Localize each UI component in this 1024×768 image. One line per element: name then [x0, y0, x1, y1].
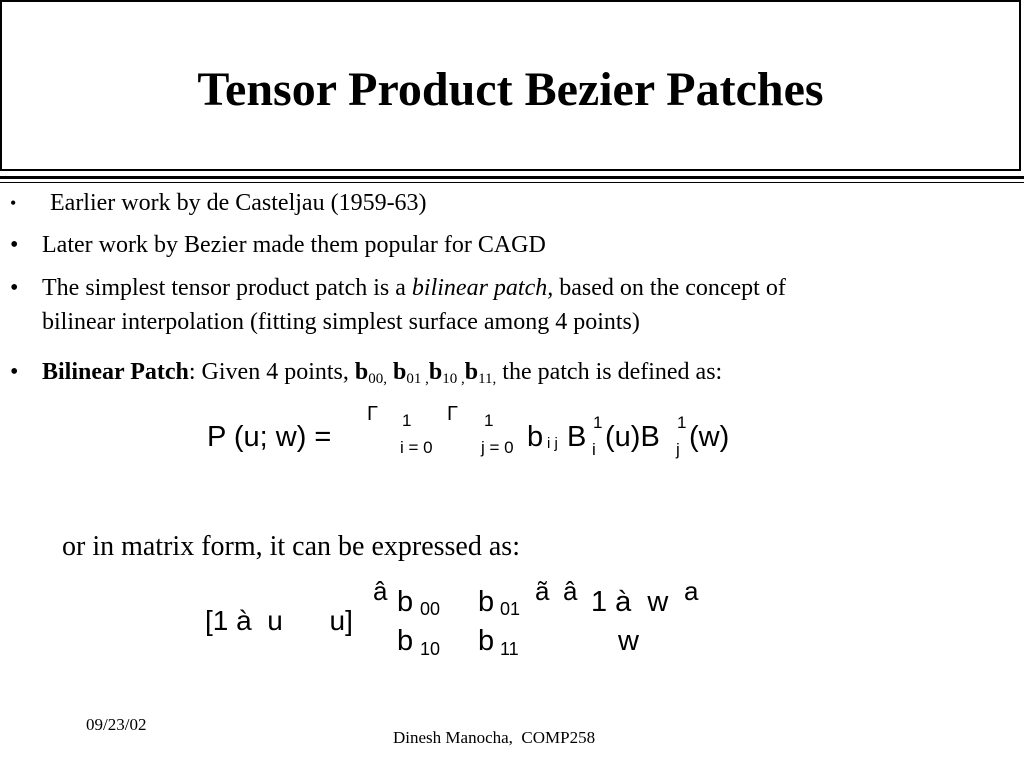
- bullet-dot: •: [10, 232, 19, 258]
- emphasis-text: bilinear patch,: [411, 275, 554, 301]
- matrix-entry-subscript: 00: [420, 599, 441, 619]
- bullet-text: Bilinear Patch: Given 4 points, b00, b01…: [42, 355, 722, 389]
- footer-author: Dinesh Manocha, COMP258: [393, 728, 596, 747]
- bold-term: Bilinear Patch: [42, 359, 189, 385]
- bullet-text: The simplest tensor product patch is a b…: [42, 271, 786, 305]
- matrix-entry-subscript: 10: [420, 639, 441, 659]
- summation-upper: 1: [402, 411, 412, 430]
- point-b11: b: [464, 359, 479, 385]
- text-run: The simplest tensor product patch is a: [42, 275, 412, 301]
- basis-B: B: [567, 421, 587, 453]
- summation-glyph: Γ: [367, 403, 379, 425]
- summation-lower: i = 0: [400, 438, 433, 457]
- text-run: : Given 4 points,: [188, 359, 355, 385]
- matrix-entry-b11: b: [478, 625, 495, 657]
- basis-subscript: i: [592, 440, 596, 459]
- bullet-text: Earlier work by de Casteljau (1959-63): [50, 190, 427, 216]
- matrix-entry-b10: b: [397, 625, 414, 657]
- text-run: the patch is defined as:: [496, 359, 723, 385]
- bracket-glyph: â: [373, 576, 388, 606]
- column-vector-top: 1 à w: [591, 586, 669, 618]
- basis-superscript: 1: [677, 413, 687, 432]
- subscript: 01 ,: [406, 371, 429, 387]
- column-vector-bottom: w: [618, 625, 639, 657]
- title-box: [0, 0, 1021, 171]
- matrix-entry-b01: b: [478, 586, 495, 618]
- matrix-entry-subscript: 11: [500, 639, 519, 659]
- basis-argument: (u)B: [605, 421, 660, 453]
- basis-superscript: 1: [593, 413, 603, 432]
- matrix-form-intro: or in matrix form, it can be expressed a…: [62, 531, 520, 562]
- bullet-text: Later work by Bezier made them popular f…: [42, 232, 546, 258]
- point-b01: b: [393, 359, 407, 385]
- matrix-entry-b00: b: [397, 586, 414, 618]
- subscript: 10 ,: [442, 371, 465, 387]
- bracket-glyph: a: [684, 576, 699, 606]
- basis-subscript: j: [676, 440, 680, 459]
- bullet-text-line2: bilinear interpolation (fitting simplest…: [42, 309, 640, 335]
- point-b10: b: [428, 359, 443, 385]
- bullet-dot: •: [10, 193, 17, 213]
- summation-lower: j = 0: [481, 438, 514, 457]
- row-vector: [1 à u u]: [205, 605, 353, 636]
- divider-thin: [0, 182, 1024, 183]
- matrix-entry-subscript: 01: [500, 599, 521, 619]
- subscript: 11,: [478, 371, 497, 387]
- bullet-dot: •: [10, 359, 19, 385]
- footer-date: 09/23/02: [86, 715, 147, 734]
- point-b00: b: [354, 359, 369, 385]
- bracket-glyph: â: [563, 576, 578, 606]
- equation-lhs: P (u; w) =: [207, 421, 332, 453]
- divider-thick: [0, 176, 1024, 179]
- basis-argument: (w): [689, 421, 730, 453]
- summation-glyph: Γ: [447, 403, 459, 425]
- subscript: 00,: [368, 371, 387, 387]
- summation-upper: 1: [484, 411, 494, 430]
- bullet-dot: •: [10, 275, 19, 301]
- coefficient-subscript: i j: [547, 435, 558, 452]
- coefficient-b: b: [527, 421, 544, 453]
- slide-title: Tensor Product Bezier Patches: [197, 63, 824, 116]
- bracket-glyph: ã: [535, 576, 550, 606]
- text-run: based on the concept of: [553, 275, 786, 301]
